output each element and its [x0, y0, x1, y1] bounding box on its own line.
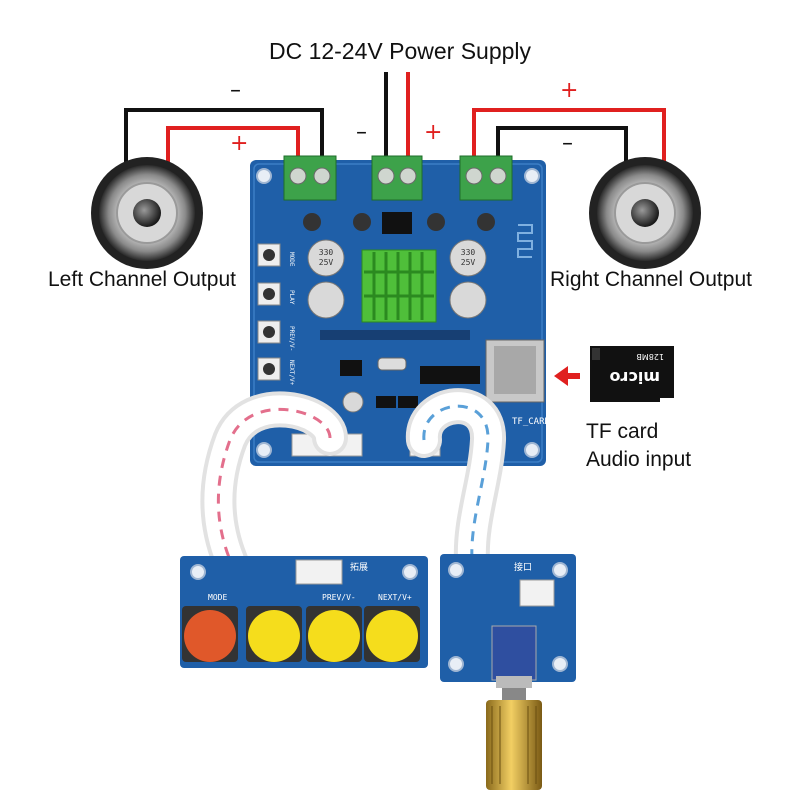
left-terminal-block — [283, 155, 337, 201]
left-minus-sign: – — [230, 78, 241, 103]
keypad-prev-label: PREV/V- — [322, 593, 356, 602]
power-plus-sign: + — [424, 120, 443, 145]
next-key — [366, 610, 418, 662]
sd-capacity-text: 128MB — [636, 352, 664, 361]
keypad-next-label: NEXT/V+ — [378, 593, 412, 602]
keypad-board: 拓展 MODE PREV/V- NEXT/V+ — [180, 556, 428, 668]
board-mode-label: MODE — [288, 252, 295, 267]
tf-insert-arrow — [554, 366, 580, 386]
svg-text:25V: 25V — [461, 258, 476, 267]
keypad-mode-label: MODE — [208, 593, 227, 602]
svg-text:330: 330 — [319, 248, 334, 257]
right-terminal-block — [459, 155, 513, 201]
left-speaker-wires — [124, 108, 324, 178]
board-next-label: NEXT/V+ — [288, 360, 295, 386]
left-speaker — [91, 157, 203, 269]
pot-port-label: 接口 — [514, 561, 532, 573]
board-play-label: PLAY — [288, 290, 295, 305]
svg-text:330: 330 — [461, 248, 476, 257]
amplifier-board: 330 25V 330 25V MODE PLAY PREV/V- NEXT/V… — [250, 155, 550, 466]
left-plus-sign: + — [230, 131, 249, 156]
board-buttons — [257, 243, 281, 381]
heatsink — [361, 249, 437, 323]
right-speaker-wires — [472, 108, 666, 178]
play-key — [248, 610, 300, 662]
volume-knob-board: 接口 — [440, 554, 576, 790]
power-supply-title: DC 12-24V Power Supply — [268, 38, 532, 64]
capacitors: 330 25V 330 25V — [307, 239, 487, 319]
sd-brand-text: micro — [609, 368, 660, 387]
right-channel-label: Right Channel Output — [550, 268, 752, 291]
right-speaker — [589, 157, 701, 269]
brass-knob — [486, 700, 542, 790]
power-wires — [384, 72, 410, 165]
audio-input-label: Audio input — [586, 448, 692, 471]
tf-card-label: TF card — [586, 420, 659, 443]
right-plus-sign: + — [560, 78, 579, 103]
left-channel-label: Left Channel Output — [48, 268, 236, 291]
keypad-ext-label: 拓展 — [350, 561, 368, 573]
prev-key — [308, 610, 360, 662]
power-minus-sign: – — [356, 120, 367, 145]
tf-card-slot — [485, 339, 545, 403]
board-tf-card-label: TF_CARD — [512, 417, 550, 427]
board-prev-label: PREV/V- — [288, 326, 295, 351]
power-terminal-block — [371, 155, 423, 201]
micro-sd-card: micro 128MB — [590, 346, 674, 402]
mode-key — [184, 610, 236, 662]
svg-text:25V: 25V — [319, 258, 334, 267]
right-minus-sign: – — [562, 131, 573, 156]
